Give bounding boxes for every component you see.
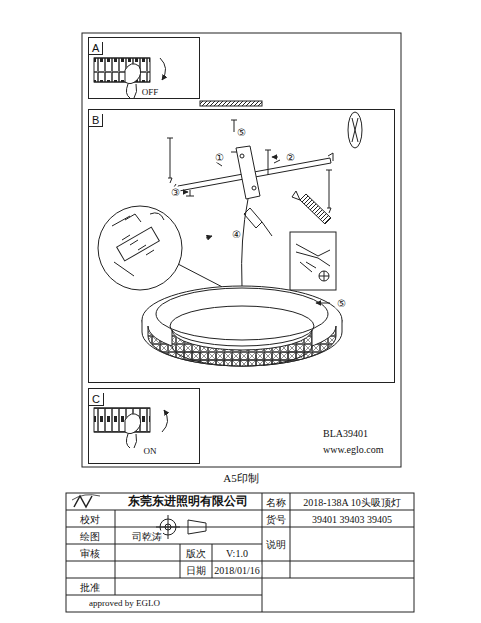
wall-anchor bbox=[244, 208, 272, 236]
callout-number: ③ bbox=[170, 187, 181, 198]
ceiling-fixture bbox=[142, 286, 342, 366]
switch-state: ON bbox=[143, 447, 158, 457]
switch-state: OFF bbox=[141, 88, 160, 98]
mounting-bracket bbox=[172, 146, 333, 199]
step-letter: B bbox=[89, 114, 103, 127]
terminal-zoom bbox=[98, 206, 232, 292]
model-number: BLA39401 bbox=[322, 428, 369, 439]
callout-number: ④ bbox=[231, 229, 242, 240]
callout-number: ① bbox=[214, 152, 225, 163]
table-cell: 日期 bbox=[185, 565, 207, 576]
print-size-note: A5印制 bbox=[222, 472, 259, 484]
table-cell: 名称 bbox=[265, 497, 287, 508]
table-cell: 说明 bbox=[265, 539, 287, 550]
table-cell: 绘图 bbox=[79, 531, 101, 542]
title-block bbox=[66, 493, 414, 612]
table-cell: 39401 39403 39405 bbox=[311, 514, 393, 525]
step-panel: B bbox=[88, 109, 395, 383]
wire-stripping-inset bbox=[290, 232, 336, 290]
table-cell: V:1.0 bbox=[225, 548, 249, 559]
company-name: 东莞东进照明有限公司 bbox=[127, 495, 249, 508]
breaker-on bbox=[94, 408, 168, 448]
table-cell: 校对 bbox=[79, 514, 101, 525]
table-cell: 审核 bbox=[79, 548, 101, 559]
callout-number: ② bbox=[285, 152, 296, 163]
table-cell: 2018-138A 10头吸顶灯 bbox=[302, 497, 402, 508]
drill-detail bbox=[292, 112, 362, 224]
supply-wire bbox=[242, 199, 248, 287]
page-frame bbox=[82, 33, 401, 467]
table-cell: 批准 bbox=[79, 582, 101, 593]
approval-note: approved by EGLO bbox=[88, 599, 161, 609]
website: www.eglo.com bbox=[322, 444, 384, 455]
ceiling-hatch bbox=[200, 101, 262, 106]
table-cell: 2018/01/16 bbox=[213, 565, 261, 576]
table-cell: 版次 bbox=[185, 548, 207, 559]
table-cell: 司乾涛 bbox=[131, 531, 163, 542]
breaker-off bbox=[94, 58, 166, 98]
callout-number: ⑤ bbox=[336, 298, 347, 309]
step-letter: C bbox=[89, 393, 104, 406]
table-cell: 货号 bbox=[265, 514, 287, 525]
callout-number: ⑤ bbox=[236, 127, 247, 138]
step-letter: A bbox=[89, 42, 103, 55]
